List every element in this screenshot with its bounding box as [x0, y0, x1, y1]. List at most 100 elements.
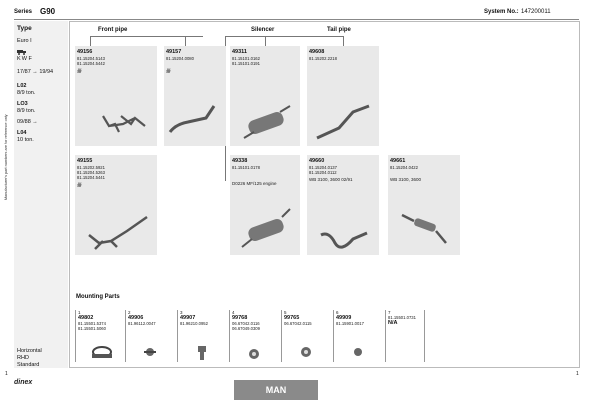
pipe-drawing-icon [168, 105, 216, 133]
l04-ton: 10 ton. [17, 137, 34, 143]
series-label: Series [14, 9, 33, 15]
not-available-label: N/A [388, 320, 398, 326]
part-ref: 06.67042.0115 [284, 321, 312, 326]
type-sidebar: Type Euro I K W F 17/87 → 19/94 L02 8/9 … [14, 21, 68, 368]
front-pipe-connector [90, 36, 203, 37]
page-number-left: 1 [5, 371, 8, 377]
part-number: 49802 [78, 315, 94, 321]
reference-note: Manufacturer's part numbers are for refe… [4, 114, 8, 200]
mounting-item[interactable]: 6 49909 81.15901.0017 [333, 310, 381, 362]
connector-line [343, 36, 344, 46]
mounting-item[interactable]: 2 49906 81.96112.0047 [125, 310, 173, 362]
part-number: 49660 [309, 158, 325, 164]
header-bar: Series G90 System No.: 147200011 [14, 6, 579, 20]
pipe-symbol-icon: ∰ [77, 182, 82, 187]
part-ref: 81.15204.0080 [166, 56, 194, 61]
standard-label: Standard [17, 362, 40, 368]
part-number: 49907 [180, 315, 196, 321]
silencer-drawing-icon [243, 105, 291, 139]
part-card[interactable]: 49608 81.15202.2218 [307, 46, 379, 146]
lo3-label: LO3 [17, 101, 28, 107]
pipe-symbol-icon: ∰ [77, 68, 82, 73]
page-number: 1 [576, 371, 579, 377]
part-ref: 81.15101.0178 [232, 165, 260, 170]
mounting-item[interactable]: 5 99765 06.67042.0115 [281, 310, 329, 362]
part-ref: 81.15901.0017 [336, 321, 364, 326]
system-value: 147200011 [521, 9, 551, 15]
mounting-item[interactable]: 3 49907 81.96210.0952 [177, 310, 225, 362]
horizontal-label: Horizontal [17, 348, 42, 354]
wheelbase-note: WB 3100, 3600 02/91 [309, 177, 353, 182]
type-label: Type [17, 25, 32, 32]
part-card[interactable]: 49157 81.15204.0080 ∰ [164, 46, 226, 146]
part-number: 49311 [232, 49, 247, 55]
dinex-logo: dinex [14, 379, 33, 386]
lo3-ton: 8/9 ton. [17, 108, 36, 114]
connector-line [90, 36, 91, 46]
mounting-item[interactable]: 7 81.15501.0731 N/A [385, 310, 425, 362]
part-ref: 81.15202.2218 [309, 56, 337, 61]
part-number: 81.15501.0731 [388, 315, 416, 320]
part-number: 49906 [128, 315, 144, 321]
part-number: 49909 [336, 315, 352, 321]
tail-pipe-drawing-icon [316, 104, 370, 140]
bracket-icon [144, 348, 156, 356]
connector-line [265, 36, 266, 46]
l02-label: L02 [17, 83, 27, 89]
part-ref: 81.96112.0047 [128, 321, 156, 326]
brand-tab: MAN [234, 380, 318, 400]
kw-label: K W F [17, 56, 32, 62]
part-number: 99768 [232, 315, 248, 321]
year2-label: 09/88 → [17, 119, 38, 125]
years-label: 17/87 → 19/94 [17, 69, 54, 75]
euro-label: Euro I [17, 38, 32, 44]
pipe-symbol-icon: ∰ [166, 68, 171, 73]
silencer-connector [225, 36, 343, 37]
rubber-mount-icon [301, 347, 311, 357]
tail-pipe-drawing-icon [401, 213, 447, 244]
connector-line [185, 36, 186, 46]
truck-icon [17, 49, 27, 58]
section-front-pipe: Front pipe [98, 27, 128, 33]
part-ref: 81.15204.0422 [390, 165, 418, 170]
silencer-drawing-icon [241, 208, 291, 248]
diagram-area [69, 21, 580, 368]
tail-pipe-drawing-icon [320, 231, 368, 249]
l04-label: L04 [17, 130, 27, 136]
part-number: 99765 [284, 315, 300, 321]
l02-ton: 8/9 ton. [17, 90, 36, 96]
mounting-parts-title: Mounting Parts [76, 294, 120, 300]
part-number: 49338 [232, 158, 248, 164]
system-label: System No.: [484, 9, 519, 15]
clamp-icon [92, 346, 112, 358]
part-card[interactable]: 49338 81.15101.0178 D0226 MF/125 engine [230, 155, 300, 255]
bolt-icon [198, 346, 206, 360]
front-pipe-drawing-icon [88, 215, 148, 250]
part-card[interactable]: 49661 81.15204.0422 WB 3100, 3600 [388, 155, 460, 255]
front-pipe-drawing-icon [102, 115, 146, 133]
part-number: 49661 [390, 158, 406, 164]
section-tail-pipe: Tail pipe [327, 27, 351, 33]
rubber-mount-icon [249, 349, 259, 359]
rhd-label: RHD [17, 355, 29, 361]
engine-note: D0226 MF/125 engine [232, 181, 277, 186]
part-number: 49155 [77, 158, 93, 164]
series-value: G90 [40, 7, 56, 16]
nut-icon [354, 348, 362, 356]
section-silencer: Silencer [251, 27, 275, 33]
part-number: 49157 [166, 49, 182, 55]
part-number: 49608 [309, 49, 325, 55]
part-ref: 81.96210.0952 [180, 321, 208, 326]
wheelbase-note: WB 3100, 3600 [390, 177, 422, 182]
